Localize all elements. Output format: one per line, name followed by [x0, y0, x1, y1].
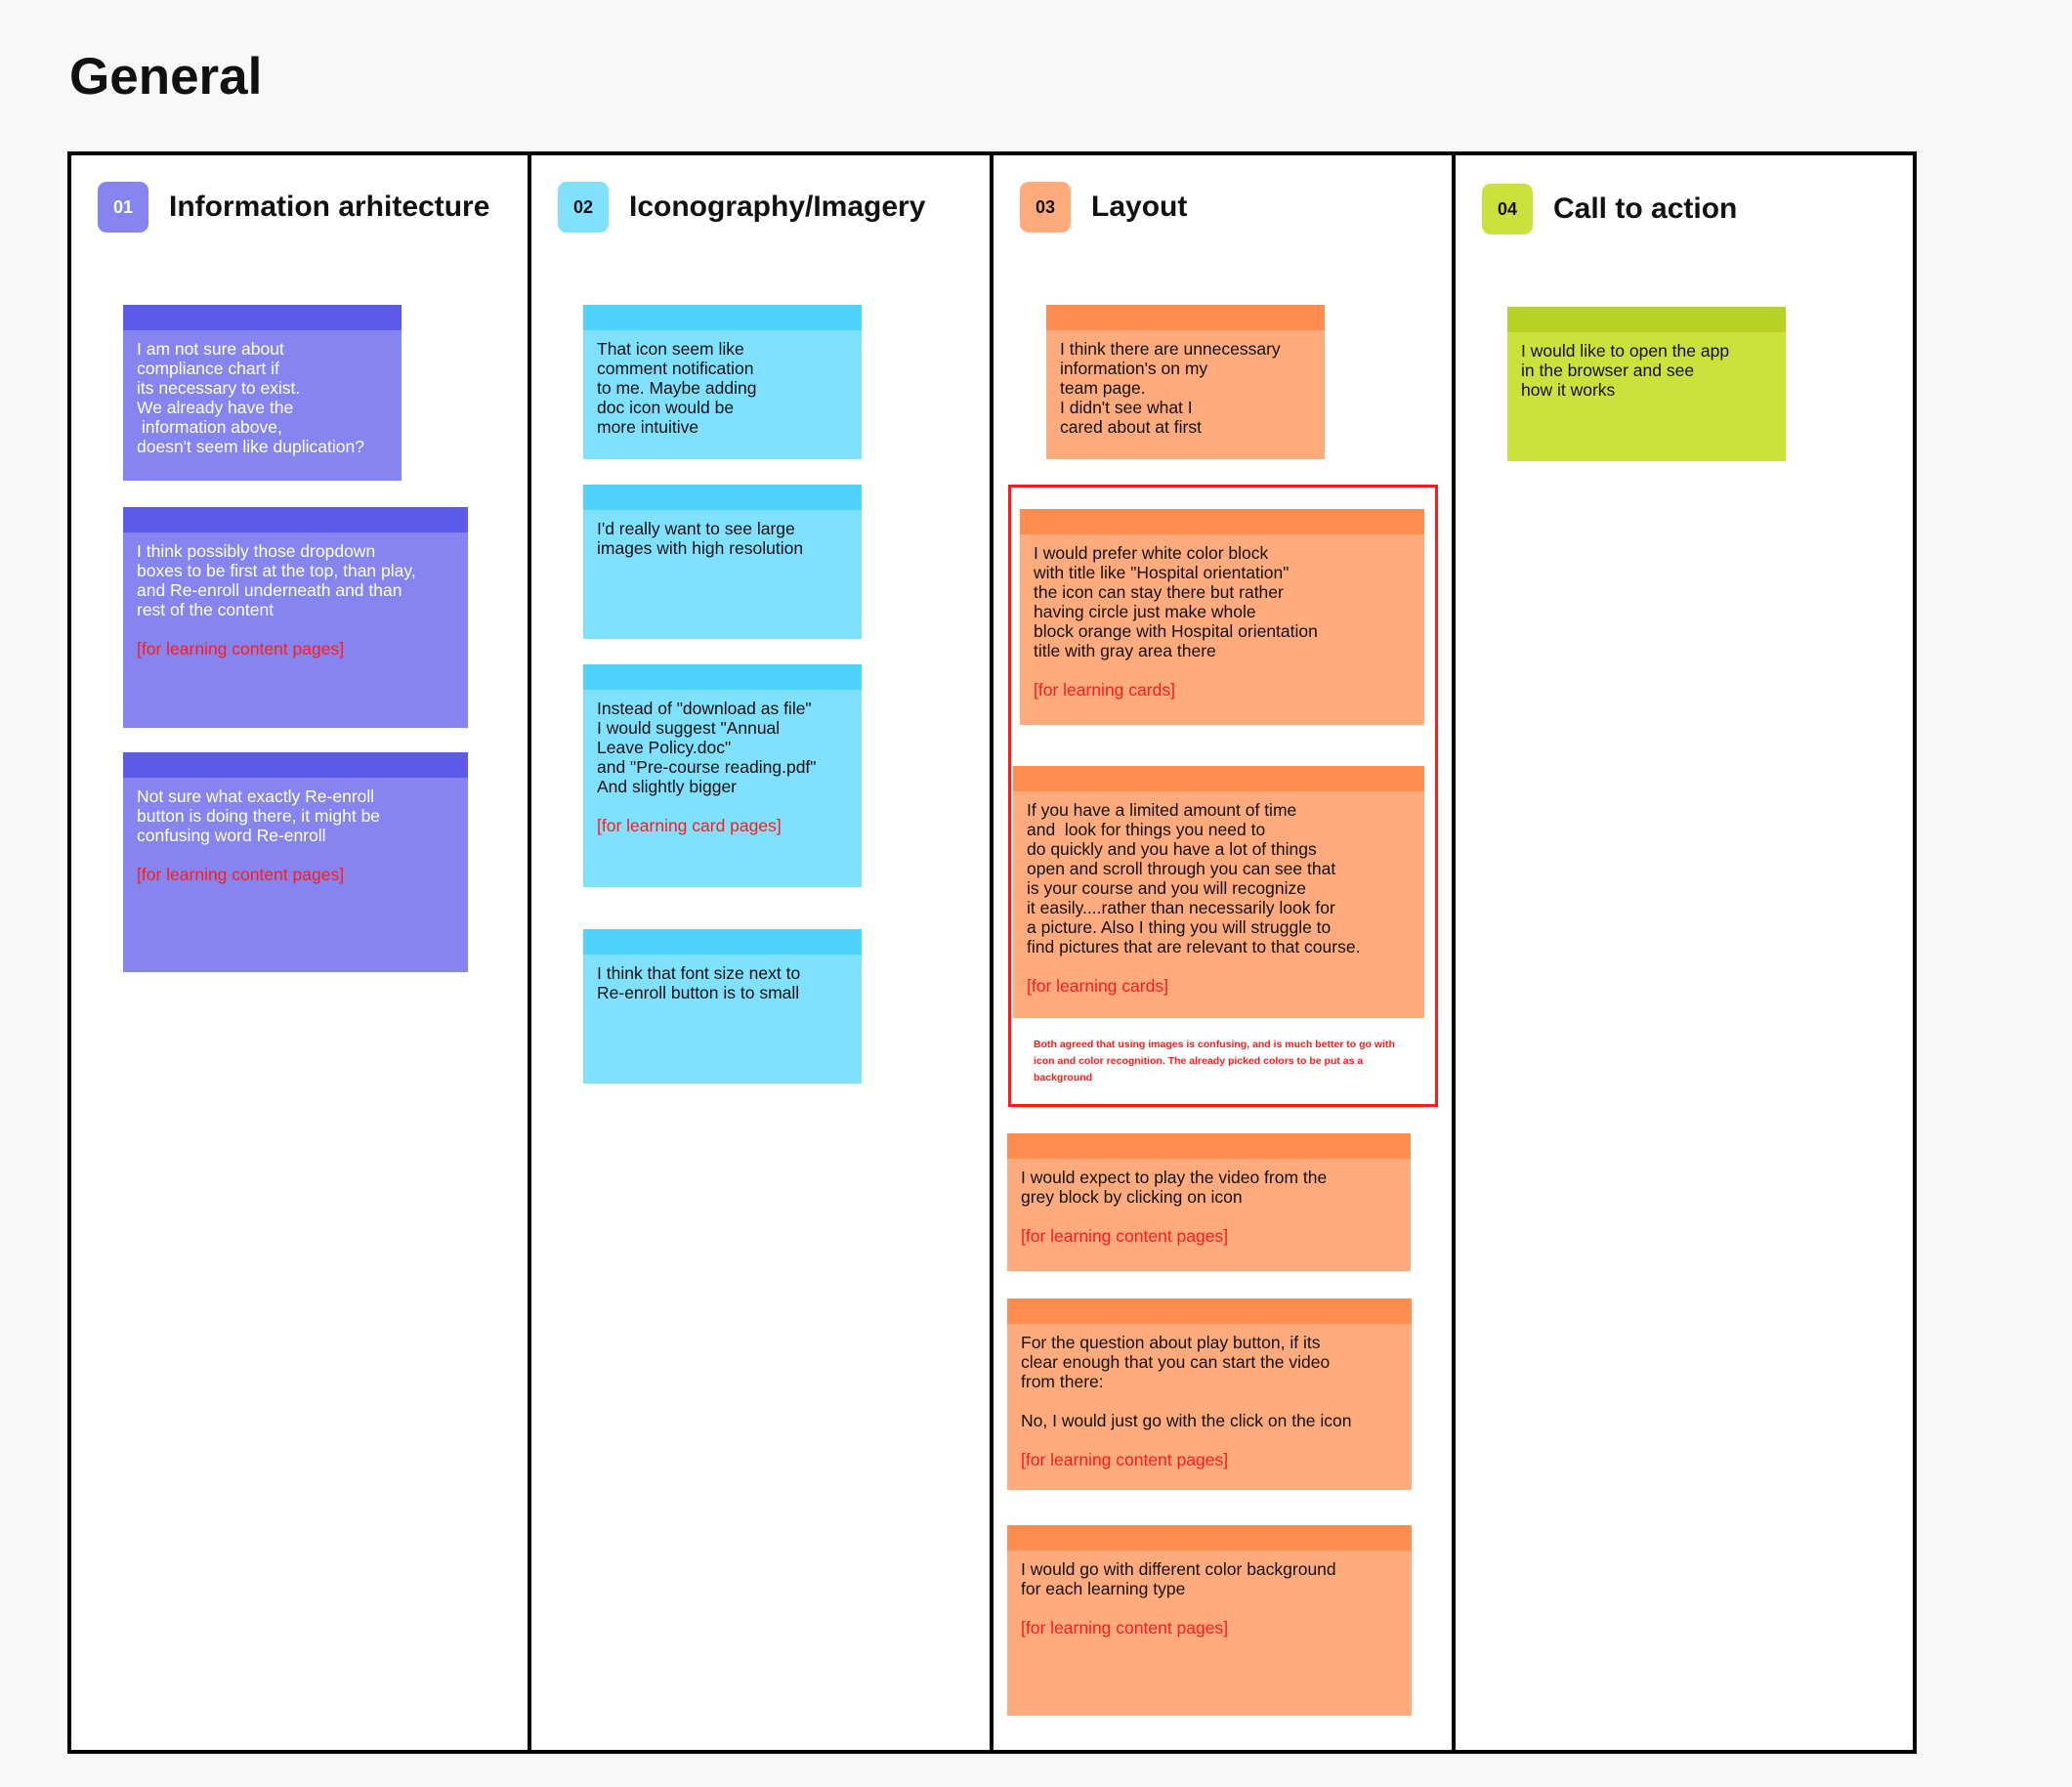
sticky-note[interactable]: I think that font size next to Re-enroll…	[583, 929, 862, 1084]
note-text: I think possibly those dropdown boxes to…	[137, 541, 416, 619]
note-text: I think that font size next to Re-enroll…	[597, 963, 801, 1002]
note-band	[583, 664, 862, 690]
column-title: Call to action	[1553, 192, 1738, 225]
page-title: General	[69, 48, 263, 106]
sticky-note[interactable]: That icon seem like comment notification…	[583, 305, 862, 459]
column-header: 04 Call to action	[1482, 184, 1737, 234]
sticky-note[interactable]: I would go with different color backgrou…	[1007, 1525, 1412, 1716]
column-header: 03 Layout	[1020, 182, 1187, 233]
board: 01 Information arhitecture I am not sure…	[67, 151, 1917, 1754]
note-text: I would prefer white color block with ti…	[1034, 543, 1318, 660]
note-tag: [for learning content pages]	[1021, 1450, 1229, 1469]
sticky-note[interactable]: If you have a limited amount of time and…	[1013, 766, 1424, 1018]
note-text: I would like to open the app in the brow…	[1521, 341, 1730, 400]
note-tag: [for learning content pages]	[137, 639, 345, 659]
note-band	[123, 752, 468, 778]
sticky-note[interactable]: I'd really want to see large images with…	[583, 485, 862, 639]
note-band	[583, 305, 862, 330]
sticky-note[interactable]: I am not sure about compliance chart if …	[123, 305, 402, 481]
note-band	[1020, 509, 1424, 534]
note-text: I am not sure about compliance chart if …	[137, 339, 364, 456]
note-band	[583, 929, 862, 955]
column-header: 01 Information arhitecture	[98, 182, 489, 233]
note-band	[123, 305, 402, 330]
note-tag: [for learning content pages]	[1021, 1226, 1229, 1246]
note-band	[123, 507, 468, 532]
sticky-note[interactable]: I would expect to play the video from th…	[1007, 1133, 1411, 1271]
column-title: Layout	[1091, 191, 1188, 223]
note-band	[1007, 1298, 1412, 1324]
note-band	[1007, 1133, 1411, 1159]
sticky-note[interactable]: For the question about play button, if i…	[1007, 1298, 1412, 1490]
note-band	[1507, 307, 1786, 332]
note-tag: [for learning card pages]	[597, 816, 782, 835]
note-tag: [for learning cards]	[1027, 976, 1168, 996]
note-text: Not sure what exactly Re-enroll button i…	[137, 787, 381, 845]
note-text: I would go with different color backgrou…	[1021, 1559, 1336, 1598]
note-band	[1046, 305, 1325, 330]
note-text: If you have a limited amount of time and…	[1027, 800, 1361, 957]
highlight-box	[1008, 485, 1438, 1107]
column-title: Iconography/Imagery	[629, 191, 926, 223]
sticky-note[interactable]: I think there are unnecessary informatio…	[1046, 305, 1325, 459]
sticky-note[interactable]: Not sure what exactly Re-enroll button i…	[123, 752, 468, 972]
column-number-badge: 01	[98, 182, 148, 233]
column-call-to-action: 04 Call to action I would like to open t…	[1452, 151, 1917, 1754]
column-iconography-imagery: 02 Iconography/Imagery That icon seem li…	[528, 151, 994, 1754]
note-tag: [for learning content pages]	[137, 865, 345, 884]
note-tag: [for learning content pages]	[1021, 1618, 1229, 1638]
column-title: Information arhitecture	[169, 191, 490, 223]
note-band	[583, 485, 862, 510]
column-information-architecture: 01 Information arhitecture I am not sure…	[67, 151, 531, 1754]
note-tag: [for learning cards]	[1034, 680, 1175, 700]
note-text: I'd really want to see large images with…	[597, 519, 804, 558]
note-band	[1007, 1525, 1412, 1551]
sticky-note[interactable]: I think possibly those dropdown boxes to…	[123, 507, 468, 728]
note-text: That icon seem like comment notification…	[597, 339, 757, 437]
column-number-badge: 02	[558, 182, 609, 233]
sticky-note[interactable]: I would like to open the app in the brow…	[1507, 307, 1786, 461]
sticky-note[interactable]: I would prefer white color block with ti…	[1020, 509, 1424, 725]
note-text: Instead of "download as file" I would su…	[597, 699, 817, 796]
summary-note: Both agreed that using images is confusi…	[1034, 1039, 1395, 1084]
sticky-note[interactable]: Instead of "download as file" I would su…	[583, 664, 862, 887]
note-text: I think there are unnecessary informatio…	[1060, 339, 1281, 437]
column-number-badge: 04	[1482, 184, 1533, 234]
column-header: 02 Iconography/Imagery	[558, 182, 925, 233]
note-text: I would expect to play the video from th…	[1021, 1168, 1328, 1207]
note-band	[1013, 766, 1424, 791]
column-layout: 03 Layout I think there are unnecessary …	[990, 151, 1456, 1754]
column-number-badge: 03	[1020, 182, 1071, 233]
note-text: For the question about play button, if i…	[1021, 1333, 1352, 1430]
